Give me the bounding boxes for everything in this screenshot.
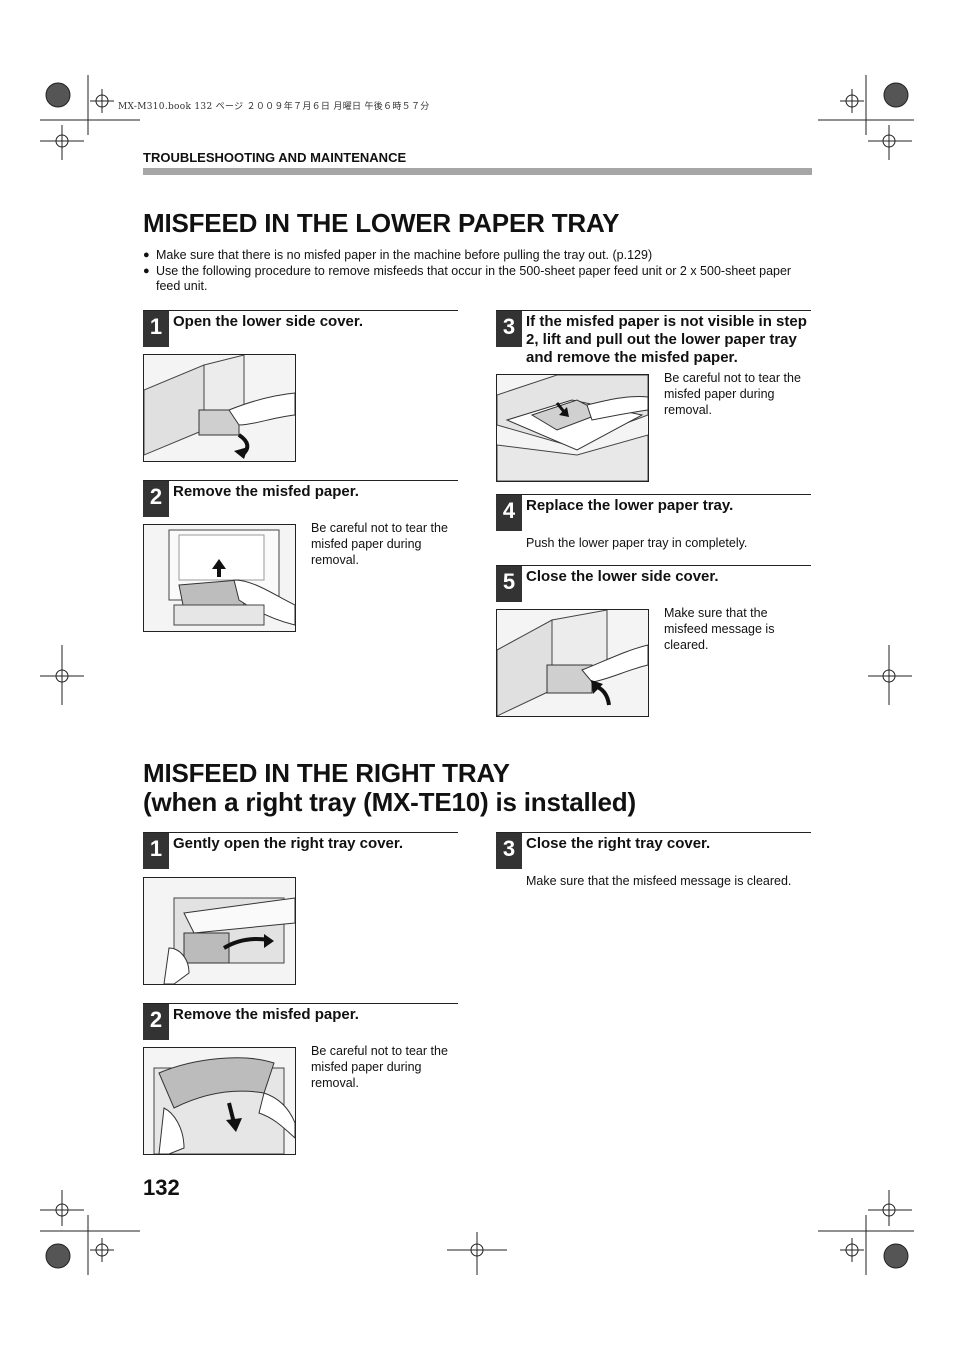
bullet-item: ● Use the following procedure to remove … [143, 264, 813, 295]
lower-step-5-note: Make sure that the misfeed message is cl… [664, 606, 775, 652]
right-step-2: 2 Remove the misfed paper. [143, 1003, 458, 1040]
step-title: Close the lower side cover. [526, 568, 719, 585]
lower-step-3: 3 If the misfed paper is not visible in … [496, 310, 811, 366]
step-number: 4 [496, 495, 522, 531]
step-title: Open the lower side cover. [173, 313, 364, 330]
print-info: MX-M310.book 132 ページ ２００９年７月６日 月曜日 午後６時５… [118, 102, 430, 112]
illustration-pull-lower-tray [496, 374, 649, 482]
illustration-right-remove-misfed-paper [143, 1047, 296, 1155]
right-step-1: 1 Gently open the right tray cover. [143, 832, 458, 869]
step-rule [496, 494, 811, 495]
illustration-open-lower-cover [143, 354, 296, 462]
lower-step-5: 5 Close the lower side cover. [496, 565, 811, 602]
right-step-2-note: Be careful not to tear the misfed paper … [311, 1044, 448, 1090]
illustration-open-right-tray-cover [143, 877, 296, 985]
step-number: 3 [496, 311, 522, 347]
right-tray-title-line1: MISFEED IN THE RIGHT TRAY [143, 758, 510, 788]
lower-step-4: 4 Replace the lower paper tray. [496, 494, 811, 531]
lower-tray-title: MISFEED IN THE LOWER PAPER TRAY [143, 208, 620, 238]
step-title: Remove the misfed paper. [173, 483, 359, 500]
step-title: Replace the lower paper tray. [526, 497, 734, 514]
step-number: 1 [143, 833, 169, 869]
lower-step-2: 2 Remove the misfed paper. [143, 480, 458, 517]
bullet-dot: ● [143, 249, 150, 261]
lower-step-4-note: Push the lower paper tray in completely. [526, 536, 748, 550]
step-title: If the misfed paper is not visible in st… [526, 313, 807, 366]
lower-step-2-note: Be careful not to tear the misfed paper … [311, 521, 448, 567]
step-rule [143, 310, 458, 311]
step-rule [143, 1003, 458, 1004]
bullet-dot: ● [143, 264, 150, 277]
lower-step-1: 1 Open the lower side cover. [143, 310, 458, 347]
step-rule [143, 480, 458, 481]
right-tray-title-line2: (when a right tray (MX-TE10) is installe… [143, 787, 636, 817]
step-number: 1 [143, 311, 169, 347]
step-rule [496, 310, 811, 311]
right-tray-title: MISFEED IN THE RIGHT TRAY (when a right … [143, 759, 813, 817]
bullet-text: Make sure that there is no misfed paper … [156, 248, 653, 262]
step-rule [496, 832, 811, 833]
illustration-close-lower-cover [496, 609, 649, 717]
page-number: 132 [143, 1175, 180, 1200]
step-title: Close the right tray cover. [526, 835, 711, 852]
right-step-3: 3 Close the right tray cover. [496, 832, 811, 869]
step-number: 5 [496, 566, 522, 602]
lower-tray-bullets: ● Make sure that there is no misfed pape… [143, 248, 813, 295]
header-bar [143, 168, 812, 175]
step-number: 3 [496, 833, 522, 869]
illustration-remove-misfed-paper [143, 524, 296, 632]
step-number: 2 [143, 1004, 169, 1040]
bullet-text: Use the following procedure to remove mi… [156, 263, 792, 294]
right-step-3-note: Make sure that the misfeed message is cl… [526, 874, 792, 888]
bullet-item: ● Make sure that there is no misfed pape… [143, 248, 813, 264]
lower-step-3-note: Be careful not to tear the misfed paper … [664, 371, 801, 417]
step-title: Gently open the right tray cover. [173, 835, 404, 852]
step-rule [496, 565, 811, 566]
step-title: Remove the misfed paper. [173, 1006, 359, 1023]
section-label: TROUBLESHOOTING AND MAINTENANCE [143, 150, 407, 165]
step-number: 2 [143, 481, 169, 517]
step-rule [143, 832, 458, 833]
